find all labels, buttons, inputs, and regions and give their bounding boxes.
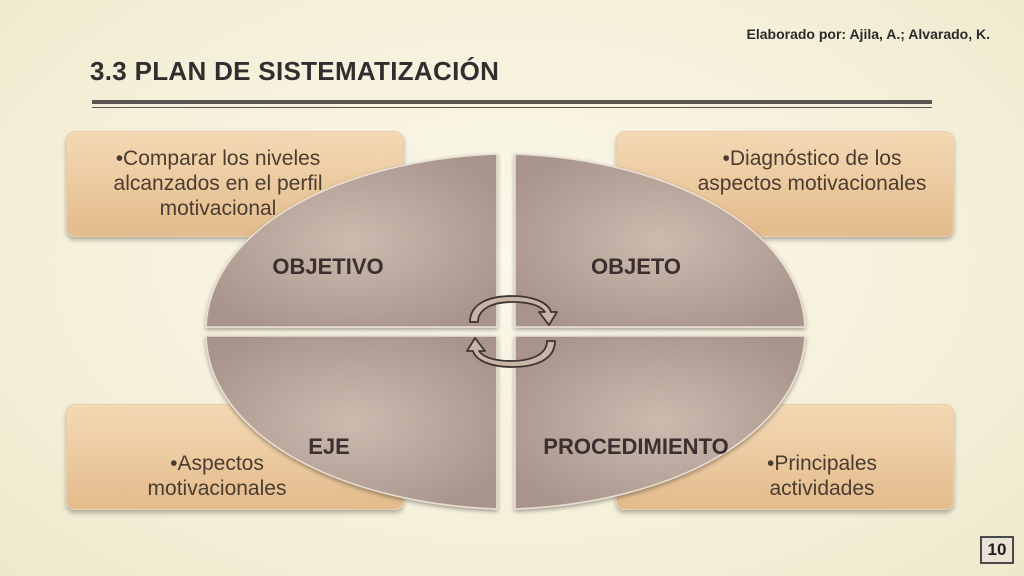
title-rule-thin	[92, 107, 932, 108]
card-bottom-left-text: Aspectos motivacionales	[107, 451, 327, 501]
page-number: 10	[980, 536, 1014, 564]
card-top-left-text: Comparar los niveles alcanzados en el pe…	[83, 146, 353, 221]
quadrant-label-objetivo: OBJETIVO	[272, 254, 383, 279]
quadrant-label-eje: EJE	[308, 434, 350, 459]
card-bottom-right-text: Principales actividades	[717, 451, 927, 501]
quadrant-top-right	[514, 153, 806, 328]
circular-arrows-icon	[466, 295, 558, 368]
slide-title: 3.3 PLAN DE SISTEMATIZACIÓN	[90, 56, 500, 86]
quadrant-top-left	[205, 153, 498, 328]
card-top-left: Comparar los niveles alcanzados en el pe…	[66, 131, 404, 237]
quadrant-label-procedimiento: PROCEDIMIENTO	[543, 434, 728, 459]
card-top-right-text: Diagnóstico de los aspectos motivacional…	[687, 146, 937, 196]
quadrant-bottom-left	[205, 335, 498, 510]
quadrant-bottom-right	[514, 335, 806, 510]
author-credit: Elaborado por: Ajila, A.; Alvarado, K.	[746, 26, 990, 42]
quadrant-label-objeto: OBJETO	[591, 254, 681, 279]
title-rule-thick	[92, 100, 932, 104]
